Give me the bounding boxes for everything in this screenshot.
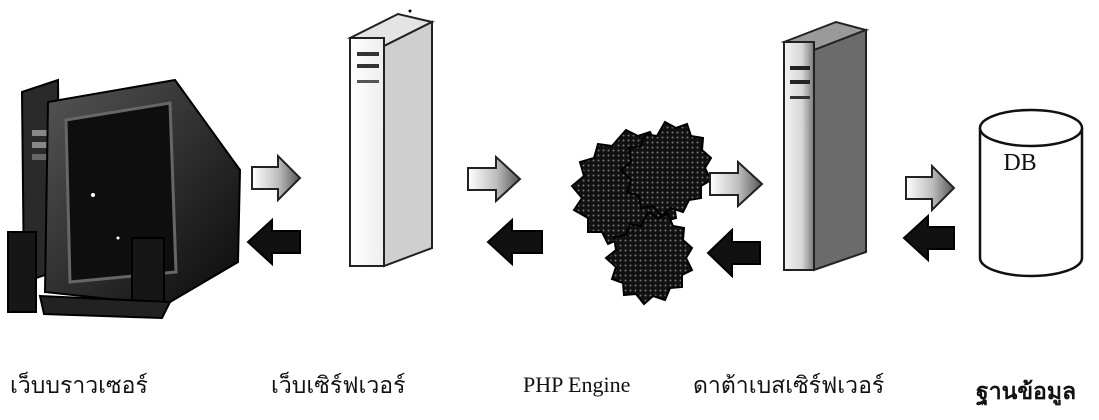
forward-arrow [905, 163, 956, 213]
computer-icon [7, 78, 242, 320]
database-label: ฐานข้อมูล [976, 378, 1077, 405]
web-server-label: เว็บเซิร์ฟเวอร์ [271, 373, 406, 399]
php-engine-label: PHP Engine [523, 372, 631, 397]
server-tower-icon [780, 20, 870, 272]
forward-arrow [709, 159, 764, 209]
database-server-label: ดาต้าเบสเซิร์ฟเวอร์ [693, 373, 885, 399]
backward-arrow [902, 213, 955, 263]
backward-arrow [246, 217, 301, 267]
server-tower-icon [347, 9, 435, 268]
db-cylinder-text: DB [1003, 150, 1036, 176]
database-cylinder-icon: DB [978, 108, 1084, 278]
backward-arrow [486, 217, 543, 267]
browser-label: เว็บบราวเซอร์ [10, 373, 148, 399]
forward-arrow [251, 153, 302, 203]
backward-arrow [706, 227, 761, 279]
gears-icon [570, 120, 713, 306]
forward-arrow [467, 154, 522, 204]
